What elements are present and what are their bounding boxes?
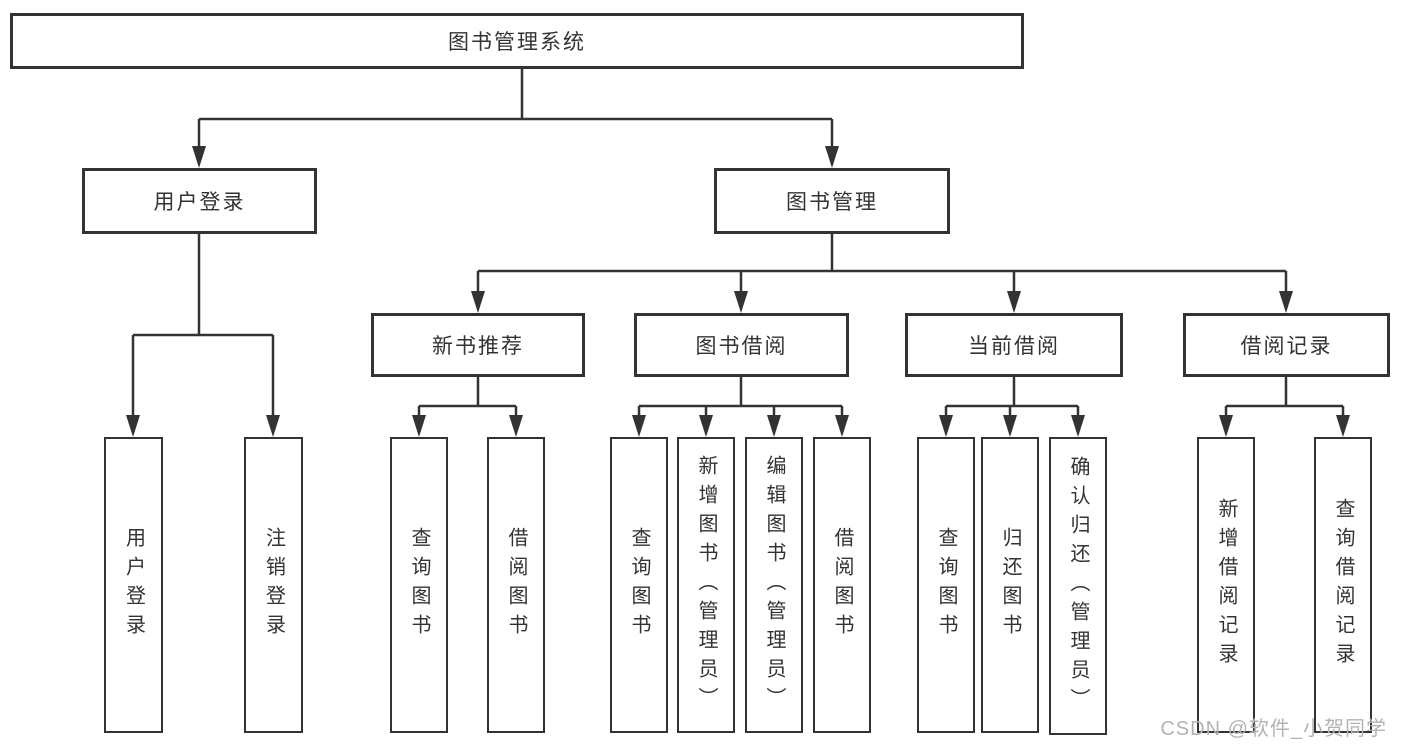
node-borrowing-records-label: 借阅记录 <box>1240 335 1333 358</box>
node-book-management: 图书管理 <box>714 168 950 234</box>
leaf-logout-label: 注销登录 <box>262 527 285 643</box>
node-current-borrowing-label: 当前借阅 <box>968 335 1060 358</box>
csdn-watermark: CSDN @软件_小贺同学 <box>1160 718 1387 740</box>
node-user-login-label: 用户登录 <box>153 191 246 214</box>
leaf-confirm-return-admin-label: 确认归还（管理员） <box>1067 455 1089 717</box>
leaf-edit-book-admin-label: 编辑图书（管理员） <box>763 454 785 716</box>
node-library-system-label: 图书管理系统 <box>448 31 586 54</box>
leaf-confirm-return-admin: 确认归还（管理员） <box>1049 437 1107 735</box>
leaf-borrow-books: 借阅图书 <box>813 437 871 733</box>
leaf-query-books-current: 查询图书 <box>917 437 975 733</box>
node-current-borrowing: 当前借阅 <box>905 313 1123 377</box>
leaf-query-borrow-record: 查询借阅记录 <box>1314 437 1372 733</box>
leaf-borrow-books-recommend-label: 借阅图书 <box>505 527 527 643</box>
leaf-query-books-borrowing: 查询图书 <box>610 437 668 733</box>
node-book-borrowing: 图书借阅 <box>634 313 849 377</box>
node-library-system: 图书管理系统 <box>10 13 1024 69</box>
leaf-query-books-borrowing-label: 查询图书 <box>628 527 650 643</box>
leaf-borrow-books-label: 借阅图书 <box>831 527 853 643</box>
leaf-user-login-label: 用户登录 <box>122 527 145 643</box>
leaf-borrow-books-recommend: 借阅图书 <box>487 437 545 733</box>
leaf-add-book-admin-label: 新增图书（管理员） <box>695 454 717 716</box>
leaf-logout: 注销登录 <box>244 437 303 733</box>
leaf-query-borrow-record-label: 查询借阅记录 <box>1332 498 1354 672</box>
leaf-query-books-current-label: 查询图书 <box>935 527 957 643</box>
node-new-book-recommend-label: 新书推荐 <box>432 335 524 358</box>
leaf-add-borrow-record-label: 新增借阅记录 <box>1215 498 1237 672</box>
leaf-query-books-recommend: 查询图书 <box>390 437 448 733</box>
leaf-add-borrow-record: 新增借阅记录 <box>1197 437 1255 733</box>
node-user-login: 用户登录 <box>82 168 317 234</box>
leaf-return-books: 归还图书 <box>981 437 1039 733</box>
node-book-management-label: 图书管理 <box>786 191 878 214</box>
node-new-book-recommend: 新书推荐 <box>371 313 585 377</box>
leaf-add-book-admin: 新增图书（管理员） <box>677 437 735 733</box>
leaf-query-books-recommend-label: 查询图书 <box>408 527 430 643</box>
node-borrowing-records: 借阅记录 <box>1183 313 1390 377</box>
leaf-user-login: 用户登录 <box>104 437 163 733</box>
leaf-return-books-label: 归还图书 <box>999 527 1021 643</box>
node-book-borrowing-label: 图书借阅 <box>695 335 788 358</box>
leaf-edit-book-admin: 编辑图书（管理员） <box>745 437 803 733</box>
